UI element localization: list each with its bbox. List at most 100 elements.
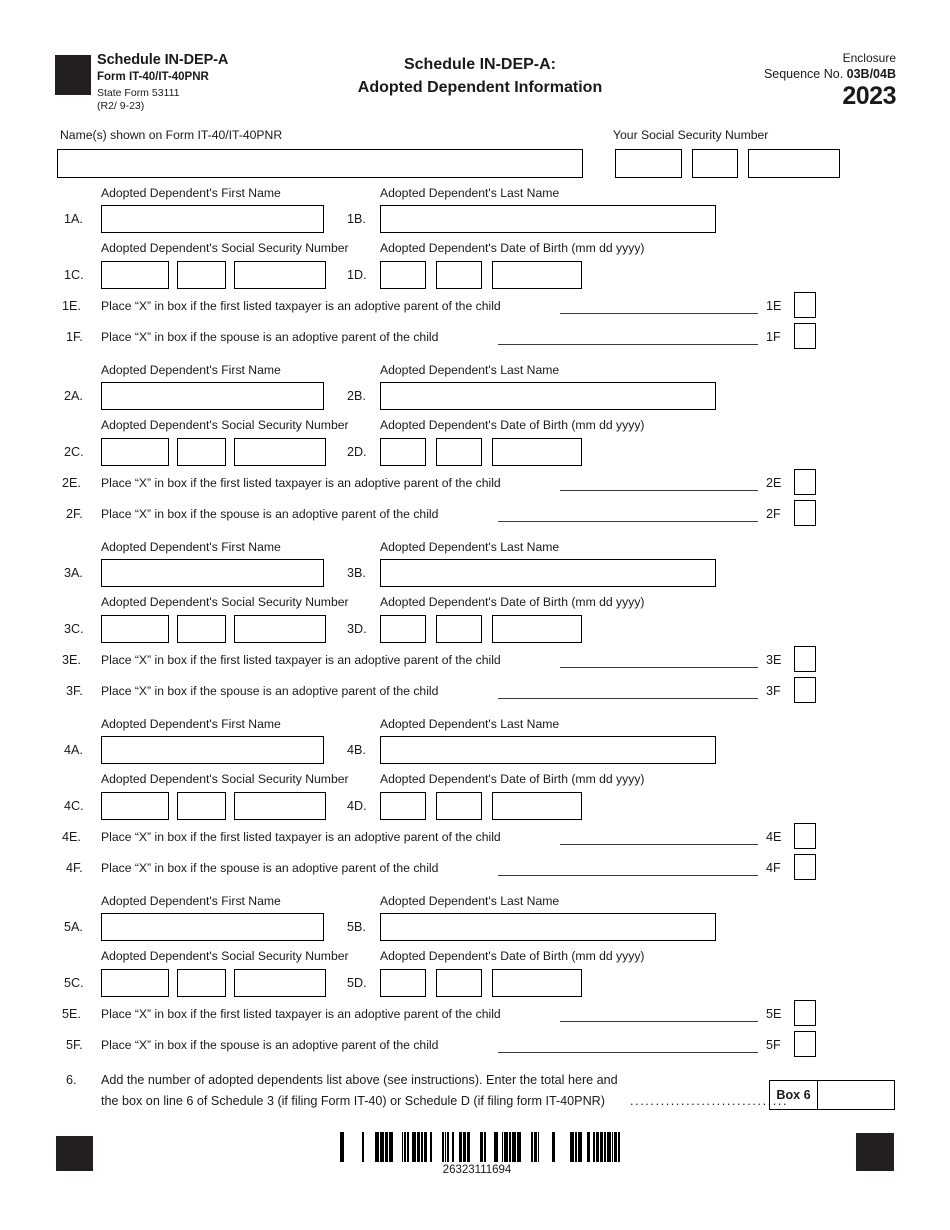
dependent-last-name-label: Adopted Dependent's Last Name xyxy=(380,540,560,554)
dependent-last-name-label: Adopted Dependent's Last Name xyxy=(380,717,560,731)
dependent-ssn-part1-input[interactable] xyxy=(101,969,169,997)
dependent-line-number-f: 3F. xyxy=(66,684,83,698)
dependent-checkbox-spouse[interactable] xyxy=(794,323,816,349)
dependent-ssn-label: Adopted Dependent's Social Security Numb… xyxy=(101,595,349,609)
dependent-line-number-c: 3C. xyxy=(64,622,84,636)
dependent-checkbox-tag-e: 5E xyxy=(766,1007,782,1021)
dependent-ssn-part1-input[interactable] xyxy=(101,615,169,643)
dependent-checkbox-taxpayer[interactable] xyxy=(794,292,816,318)
dependent-dob-year-input[interactable] xyxy=(492,261,582,289)
dependent-line-number-c: 1C. xyxy=(64,268,84,282)
dependent-checkbox-tag-f: 5F xyxy=(766,1038,781,1052)
dependent-first-name-input[interactable] xyxy=(101,736,324,764)
dependent-ssn-part2-input[interactable] xyxy=(177,615,226,643)
dependent-line-number-b: 1B. xyxy=(347,212,366,226)
dependent-dob-month-input[interactable] xyxy=(380,792,426,820)
dependent-ssn-part2-input[interactable] xyxy=(177,969,226,997)
leader-line xyxy=(498,698,758,699)
leader-line xyxy=(560,667,758,668)
dependent-checkbox-tag-e: 3E xyxy=(766,653,782,667)
dependent-first-name-input[interactable] xyxy=(101,559,324,587)
box6-input[interactable] xyxy=(818,1081,894,1109)
dependent-dob-day-input[interactable] xyxy=(436,615,482,643)
dependent-line-number-e: 4E. xyxy=(62,830,81,844)
dependent-last-name-input[interactable] xyxy=(380,382,716,410)
dependent-ssn-part3-input[interactable] xyxy=(234,261,326,289)
line6-text-line1: Add the number of adopted dependents lis… xyxy=(101,1073,618,1087)
dependent-dob-label: Adopted Dependent's Date of Birth (mm dd… xyxy=(380,418,645,432)
dependent-ssn-part3-input[interactable] xyxy=(234,969,326,997)
dependent-line-number-a: 2A. xyxy=(64,389,83,403)
dependent-last-name-label: Adopted Dependent's Last Name xyxy=(380,186,560,200)
dependent-ssn-label: Adopted Dependent's Social Security Numb… xyxy=(101,772,349,786)
dependent-checkbox-tag-e: 4E xyxy=(766,830,782,844)
dependent-ssn-label: Adopted Dependent's Social Security Numb… xyxy=(101,949,349,963)
dependent-first-name-input[interactable] xyxy=(101,205,324,233)
dependent-checkbox-tag-f: 2F xyxy=(766,507,781,521)
dependent-first-name-label: Adopted Dependent's First Name xyxy=(101,363,281,377)
enclosure-label: Enclosure xyxy=(842,51,896,65)
leader-line xyxy=(560,844,758,845)
dependent-dob-month-input[interactable] xyxy=(380,969,426,997)
dependent-ssn-part2-input[interactable] xyxy=(177,438,226,466)
dependent-ssn-part3-input[interactable] xyxy=(234,792,326,820)
dependent-last-name-input[interactable] xyxy=(380,736,716,764)
schedule-name: Schedule IN-DEP-A xyxy=(97,52,229,68)
dependent-checkbox-tag-f: 4F xyxy=(766,861,781,875)
dependent-dob-year-input[interactable] xyxy=(492,969,582,997)
dependent-ssn-part1-input[interactable] xyxy=(101,792,169,820)
dependent-dob-month-input[interactable] xyxy=(380,438,426,466)
taxpayer-ssn-part1-input[interactable] xyxy=(615,149,682,178)
form-identity-block: Schedule IN-DEP-A Form IT-40/IT-40PNR St… xyxy=(97,52,228,112)
dependent-checkbox-spouse[interactable] xyxy=(794,677,816,703)
dependent-checkbox-spouse[interactable] xyxy=(794,500,816,526)
dependent-ssn-part2-input[interactable] xyxy=(177,261,226,289)
dependent-line-number-d: 4D. xyxy=(347,799,367,813)
dependent-line-number-b: 4B. xyxy=(347,743,366,757)
dependent-last-name-input[interactable] xyxy=(380,205,716,233)
dependent-line-number-a: 4A. xyxy=(64,743,83,757)
dependent-last-name-input[interactable] xyxy=(380,913,716,941)
dependent-dob-year-input[interactable] xyxy=(492,438,582,466)
dependent-ssn-part3-input[interactable] xyxy=(234,615,326,643)
dependent-first-name-input[interactable] xyxy=(101,913,324,941)
dependent-checkbox-tag-e: 1E xyxy=(766,299,782,313)
dependent-last-name-label: Adopted Dependent's Last Name xyxy=(380,894,560,908)
dependent-line-number-e: 2E. xyxy=(62,476,81,490)
dependent-dob-label: Adopted Dependent's Date of Birth (mm dd… xyxy=(380,595,645,609)
dependent-ssn-part3-input[interactable] xyxy=(234,438,326,466)
dependent-ssn-part1-input[interactable] xyxy=(101,438,169,466)
dependent-checkbox-spouse[interactable] xyxy=(794,1031,816,1057)
taxpayer-name-input[interactable] xyxy=(57,149,583,178)
dependent-taxpayer-statement: Place “X” in box if the first listed tax… xyxy=(101,830,501,844)
dependent-checkbox-spouse[interactable] xyxy=(794,854,816,880)
dependent-dob-year-input[interactable] xyxy=(492,792,582,820)
dependent-ssn-part2-input[interactable] xyxy=(177,792,226,820)
dependent-checkbox-taxpayer[interactable] xyxy=(794,1000,816,1026)
box6-label: Box 6 xyxy=(770,1081,818,1109)
dependent-last-name-input[interactable] xyxy=(380,559,716,587)
dependent-dob-label: Adopted Dependent's Date of Birth (mm dd… xyxy=(380,772,645,786)
line6-leader-dots: ............................... xyxy=(630,1094,789,1108)
dependent-taxpayer-statement: Place “X” in box if the first listed tax… xyxy=(101,1007,501,1021)
dependent-dob-day-input[interactable] xyxy=(436,969,482,997)
dependent-dob-day-input[interactable] xyxy=(436,438,482,466)
dependent-first-name-input[interactable] xyxy=(101,382,324,410)
dependent-dob-day-input[interactable] xyxy=(436,792,482,820)
dependent-line-number-f: 5F. xyxy=(66,1038,83,1052)
dependent-dob-month-input[interactable] xyxy=(380,615,426,643)
taxpayer-ssn-part2-input[interactable] xyxy=(692,149,738,178)
leader-line xyxy=(498,344,758,345)
dependent-dob-year-input[interactable] xyxy=(492,615,582,643)
dependent-checkbox-taxpayer[interactable] xyxy=(794,469,816,495)
dependent-dob-month-input[interactable] xyxy=(380,261,426,289)
dependent-checkbox-taxpayer[interactable] xyxy=(794,646,816,672)
dependent-dob-label: Adopted Dependent's Date of Birth (mm dd… xyxy=(380,241,645,255)
dependent-ssn-label: Adopted Dependent's Social Security Numb… xyxy=(101,241,349,255)
taxpayer-ssn-part3-input[interactable] xyxy=(748,149,840,178)
dependent-line-number-b: 5B. xyxy=(347,920,366,934)
dependent-spouse-statement: Place “X” in box if the spouse is an ado… xyxy=(101,861,439,875)
dependent-dob-day-input[interactable] xyxy=(436,261,482,289)
dependent-ssn-part1-input[interactable] xyxy=(101,261,169,289)
dependent-checkbox-taxpayer[interactable] xyxy=(794,823,816,849)
